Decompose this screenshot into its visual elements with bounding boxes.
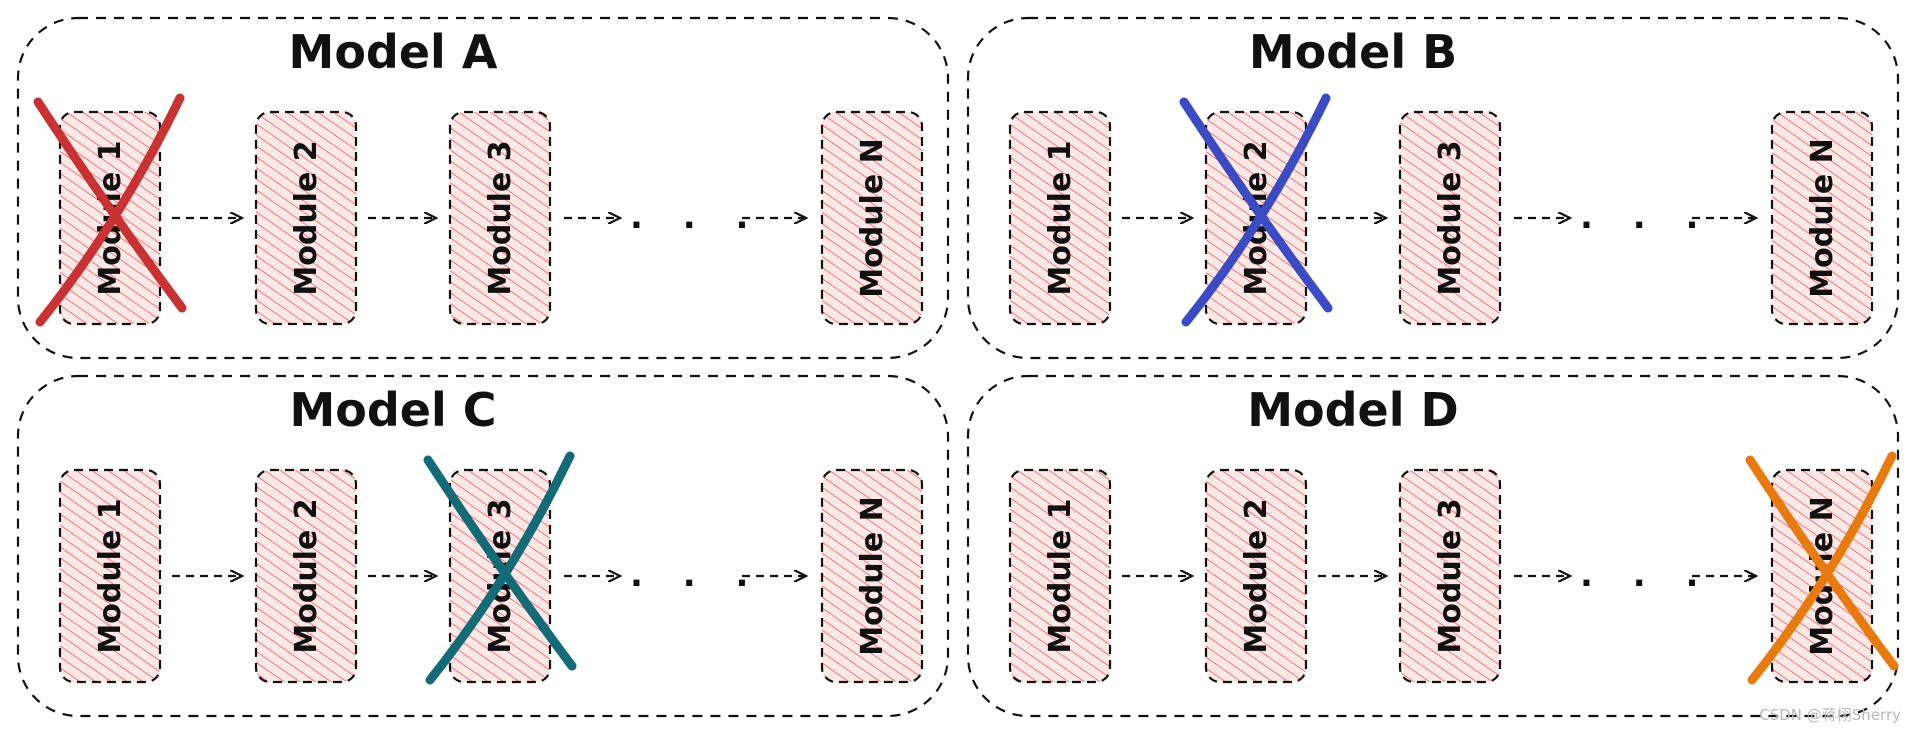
- module-box-3: Module 3: [1398, 468, 1502, 684]
- module-label: Module 3: [1433, 498, 1468, 653]
- module-outline: [820, 110, 924, 326]
- module-outline: [820, 468, 924, 684]
- module-label: Module N: [1805, 138, 1840, 297]
- cross-stroke: [1747, 451, 1897, 685]
- module-outline: [1008, 468, 1112, 684]
- ellipsis-dots: . . .: [1580, 555, 1712, 595]
- module-label: Module 3: [1433, 140, 1468, 295]
- module-outline: [254, 468, 358, 684]
- module-box-1: Module 1: [58, 468, 162, 684]
- model-panel-border: [16, 374, 950, 718]
- module-box-2: Module 2: [1204, 468, 1308, 684]
- module-box-4: Module N: [1770, 110, 1874, 326]
- module-label: Module 3: [483, 140, 518, 295]
- module-outline: [448, 110, 552, 326]
- module-label: Module N: [855, 496, 890, 655]
- ellipsis-dots: . . .: [630, 197, 762, 237]
- module-outline: [1398, 468, 1502, 684]
- ellipsis-dots: . . .: [630, 555, 762, 595]
- cross-stroke: [33, 97, 187, 313]
- cross-out-mark: [1179, 93, 1333, 327]
- ellipsis-dots: . . .: [1580, 197, 1712, 237]
- module-label: Module N: [855, 138, 890, 297]
- module-label: Module 1: [1043, 140, 1078, 295]
- module-outline: [1398, 110, 1502, 326]
- module-box-4: Module N: [820, 468, 924, 684]
- module-label: Module 2: [1239, 498, 1274, 653]
- module-label: Module 2: [289, 140, 324, 295]
- module-box-2: Module 2: [254, 110, 358, 326]
- cross-stroke: [425, 451, 575, 685]
- cross-stroke: [1181, 93, 1331, 327]
- model-title: Model B: [1249, 25, 1457, 79]
- module-label: Module 1: [1043, 498, 1078, 653]
- module-outline: [1770, 110, 1874, 326]
- module-label: Module 1: [93, 498, 128, 653]
- model-title: Model D: [1247, 383, 1458, 437]
- module-box-3: Module 3: [448, 110, 552, 326]
- module-outline: [1204, 468, 1308, 684]
- module-box-2: Module 2: [254, 468, 358, 684]
- cross-stroke: [1745, 455, 1899, 671]
- model-panel-border: [966, 374, 1900, 718]
- model-panel-border: [16, 16, 950, 360]
- cross-out-mark: [33, 93, 187, 327]
- module-box-4: Module N: [820, 110, 924, 326]
- model-panel-border: [966, 16, 1900, 360]
- cross-stroke: [423, 455, 577, 671]
- cross-out-mark: [423, 451, 577, 685]
- module-box-3: Module 3: [1398, 110, 1502, 326]
- module-box-1: Module 1: [1008, 110, 1112, 326]
- module-label: Module 2: [289, 498, 324, 653]
- watermark: CSDN @蒋栩Sherry: [1759, 706, 1901, 724]
- cross-stroke: [35, 93, 185, 327]
- cross-out-mark: [1745, 451, 1899, 685]
- model-title: Model A: [289, 25, 498, 79]
- model-title: Model C: [289, 383, 496, 437]
- cross-stroke: [1179, 97, 1333, 313]
- module-outline: [58, 468, 162, 684]
- module-outline: [254, 110, 358, 326]
- module-outline: [1008, 110, 1112, 326]
- module-box-1: Module 1: [1008, 468, 1112, 684]
